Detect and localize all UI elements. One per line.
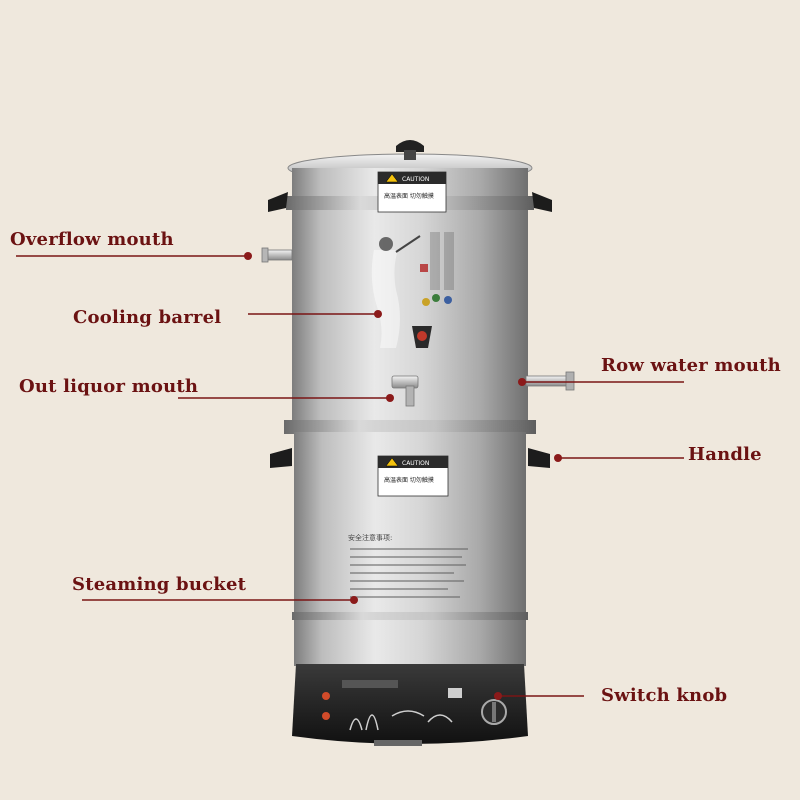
power-indicator-light: [322, 692, 330, 700]
out-liquor-spout: [391, 375, 419, 407]
heat-indicator-light: [322, 712, 330, 720]
upper-left-handle: [268, 192, 288, 212]
leader-dots: [244, 252, 562, 700]
lower-left-handle: [270, 448, 292, 468]
barrel-joint-band: [284, 420, 536, 434]
switch-knob-grip: [492, 702, 496, 722]
label-cooling-barrel: Cooling barrel: [73, 307, 222, 328]
upper-warning-text: 高温表面 切勿触摸: [384, 192, 434, 200]
label-overflow-mouth: Overflow mouth: [10, 229, 174, 250]
base-small-label: [374, 740, 422, 746]
decorative-panel: [371, 232, 454, 348]
lower-right-handle: [528, 448, 550, 468]
liquor-dot: [386, 394, 394, 402]
row-water-pipe: [525, 371, 575, 391]
leader-lines: [16, 255, 684, 697]
label-handle: Handle: [688, 444, 762, 465]
steaming-bucket-ring: [292, 612, 528, 620]
distiller-device: CAUTION 高温表面 切勿触摸: [261, 140, 575, 746]
label-row-water-mouth: Row water mouth: [601, 355, 781, 376]
cooling-dot: [374, 310, 382, 318]
steaming-dot: [350, 596, 358, 604]
label-out-liquor-mouth: Out liquor mouth: [19, 376, 199, 397]
row-water-dot: [518, 378, 526, 386]
upper-right-handle: [532, 192, 552, 212]
base-decoration: [349, 710, 453, 731]
label-switch-knob: Switch knob: [601, 685, 728, 706]
safety-notice: 安全注意事项:: [348, 533, 468, 598]
lid-knob: [396, 140, 424, 152]
switch-panel: [448, 688, 462, 698]
overflow-dot: [244, 252, 252, 260]
base-label-plate: [342, 680, 398, 688]
lower-caution-sticker: CAUTION 高温表面 切勿触摸: [377, 455, 449, 497]
overflow-pipe: [261, 247, 293, 263]
label-steaming-bucket: Steaming bucket: [72, 574, 247, 595]
switch-dot: [494, 692, 502, 700]
caution-top-text: CAUTION: [402, 176, 429, 183]
handle-dot: [554, 454, 562, 462]
safety-title: 安全注意事项:: [348, 533, 392, 542]
upper-caution-sticker: CAUTION 高温表面 切勿触摸: [377, 171, 447, 213]
lid-knob-stem: [404, 150, 416, 160]
caution-bottom-text: CAUTION: [402, 460, 429, 467]
lower-warning-text: 高温表面 切勿触摸: [384, 476, 434, 484]
